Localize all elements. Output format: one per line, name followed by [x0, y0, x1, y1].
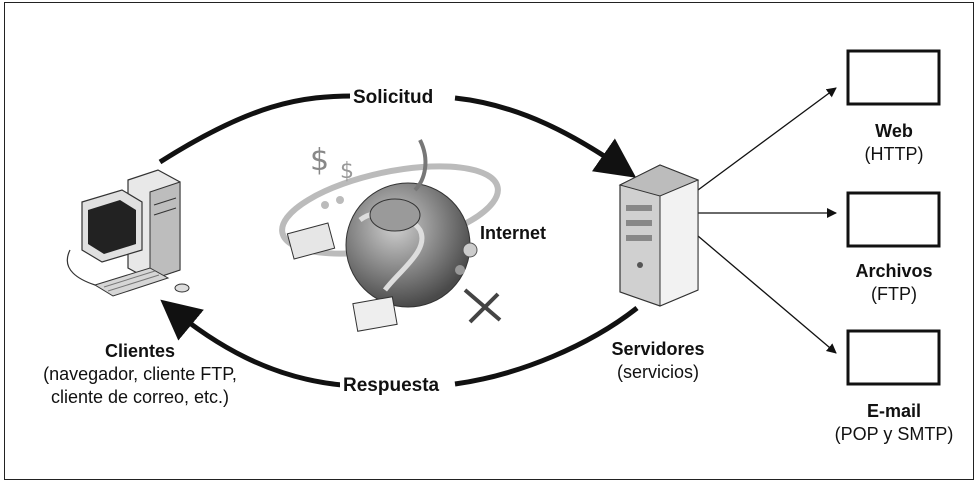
servers-title: Servidores [611, 339, 705, 359]
email-service-name: E-mail [866, 401, 922, 421]
internet-globe-icon: $ $ [279, 139, 502, 332]
clients-line2: cliente de correo, etc.) [50, 387, 230, 407]
svg-text:$: $ [340, 159, 354, 184]
client-computer-icon [66, 169, 190, 297]
web-service-box [846, 49, 941, 106]
ftp-service-box [846, 191, 941, 248]
clients-label-group: Clientes (navegador, cliente FTP, client… [20, 340, 260, 409]
web-service-protocol: (HTTP) [864, 144, 924, 164]
response-arrow [168, 306, 639, 388]
ftp-service-name: Archivos [855, 261, 933, 281]
arrow-to-web [697, 87, 837, 191]
servers-label-group: Servidores (servicios) [598, 338, 718, 384]
ftp-service-protocol: (FTP) [871, 284, 917, 304]
email-service-label: E-mail (POP y SMTP) [819, 400, 969, 446]
response-label: Respuesta [340, 374, 443, 398]
email-service-box [846, 329, 941, 386]
web-service-name: Web [875, 121, 913, 141]
svg-text:$: $ [310, 143, 329, 178]
ftp-service-label: Archivos (FTP) [834, 260, 954, 306]
request-arrow [158, 93, 628, 172]
web-service-label: Web (HTTP) [834, 120, 954, 166]
clients-line1: (navegador, cliente FTP, [43, 364, 237, 384]
clients-title: Clientes [104, 341, 176, 361]
server-icon [618, 164, 700, 307]
arrow-to-email [697, 235, 837, 354]
request-label: Solicitud [350, 86, 437, 110]
internet-label: Internet [480, 223, 547, 243]
servers-subtitle: (servicios) [616, 362, 699, 382]
email-service-protocol: (POP y SMTP) [834, 424, 954, 444]
